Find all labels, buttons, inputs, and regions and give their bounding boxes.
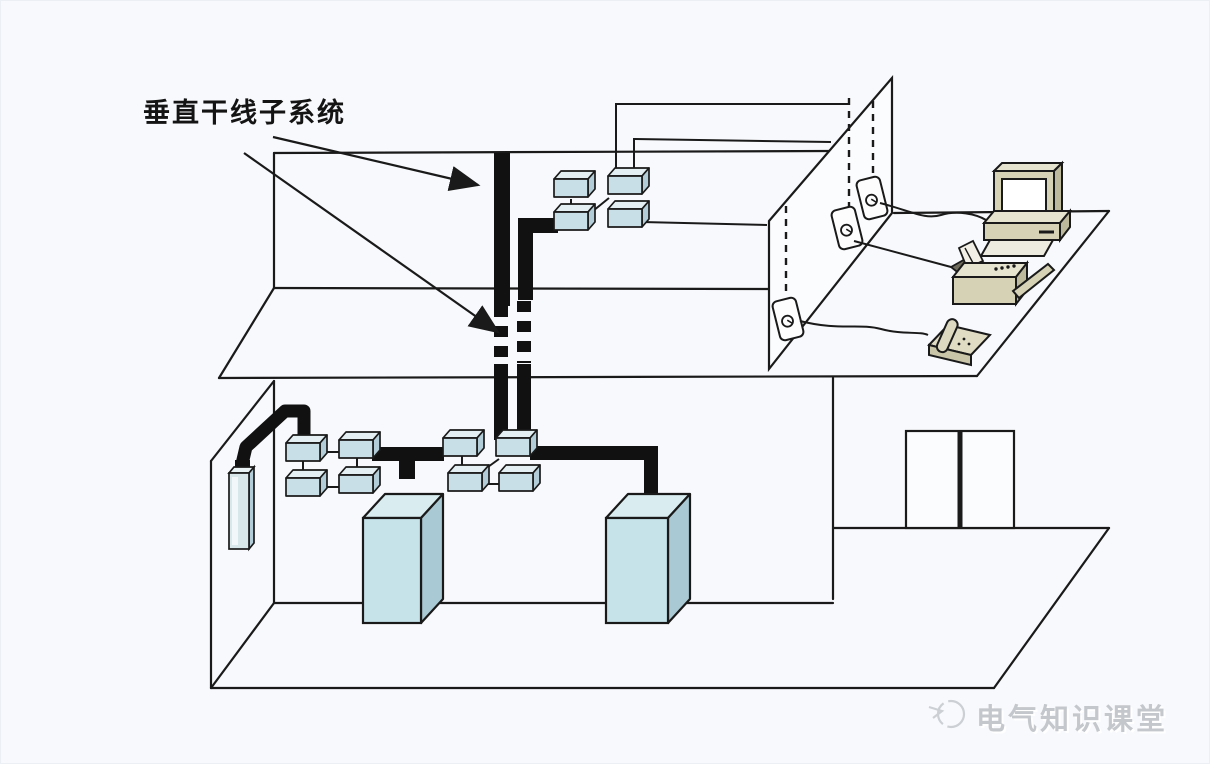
- fax-tray: [1011, 262, 1056, 300]
- lower-connector-group-1: [285, 431, 381, 497]
- junction-box-icon: [285, 469, 328, 497]
- wall-outlet-middle: [830, 205, 864, 251]
- junction-box-icon: [442, 429, 485, 457]
- junction-box-icon: [447, 464, 490, 492]
- computer-icon: [979, 160, 1073, 257]
- vertical-backbone-riser: [494, 153, 558, 440]
- cable-stub-to-cabinet-2: [644, 452, 658, 498]
- callout: 垂直干线子系统: [143, 97, 501, 334]
- riser-cable-lower-1: [494, 364, 508, 440]
- callout-arrow-upper: [272, 135, 481, 192]
- wall-cable-to-panel: [641, 221, 768, 226]
- computer-screen: [1001, 178, 1047, 214]
- watermark-text-emboss: 电气知识课堂: [978, 704, 1170, 738]
- upper-connector-group: [553, 167, 650, 231]
- backbone-cable-segment: [530, 446, 658, 460]
- patch-cord-phone: [799, 320, 929, 336]
- wall-outlet-upper: [855, 175, 889, 221]
- telephone-icon: [927, 318, 992, 367]
- junction-box-icon: [553, 170, 596, 198]
- watermark: 电气知识课堂 电气知识课堂: [928, 699, 1170, 738]
- elevator-door-icon: [904, 429, 1016, 530]
- wall-outlet-lower: [771, 296, 805, 342]
- upper-floor-right-edge: [975, 209, 1111, 378]
- work-area-wall-panel: [767, 75, 894, 373]
- lower-floor-right-edge: [992, 526, 1111, 690]
- equipment-cabinet-icon: [604, 492, 692, 625]
- junction-box-icon: [285, 434, 328, 462]
- junction-box-icon: [338, 431, 381, 459]
- ceiling-line: [272, 149, 832, 155]
- cable-terminator: [227, 460, 256, 552]
- keyboard: [979, 239, 1055, 257]
- lower-connector-group-2: [442, 429, 541, 492]
- horizontal-cabling-upper: [615, 103, 987, 336]
- slab-left-edge: [217, 286, 276, 380]
- cable-stub-to-cabinet-1: [399, 447, 415, 479]
- patch-cord-computer: [879, 202, 987, 221]
- ceiling-cable-2: [633, 137, 832, 174]
- equipment-cabinet-icon: [361, 492, 445, 625]
- junction-box-icon: [498, 464, 541, 492]
- fax-machine-icon: [949, 239, 1056, 307]
- riser-branch-vertical: [518, 218, 533, 300]
- watermark-logo-wing: [928, 705, 945, 719]
- callout-arrow-lower: [243, 152, 501, 334]
- patch-cord-fax: [853, 240, 952, 268]
- phone-handset: [935, 318, 959, 354]
- junction-box-icon: [607, 167, 650, 195]
- slab-front-edge: [217, 374, 979, 380]
- riser-cable-upper: [494, 153, 510, 306]
- wall-panel-face: [767, 75, 894, 373]
- junction-box-icon: [553, 203, 596, 231]
- ceiling-cable-1: [615, 103, 850, 177]
- lower-cabling: [227, 404, 692, 625]
- lower-wall-top-slant: [209, 379, 276, 463]
- watermark-text: 电气知识课堂: [976, 702, 1168, 736]
- junction-box-icon: [338, 466, 381, 494]
- fax-paper: [957, 239, 985, 270]
- lower-storey-structure: [209, 376, 1111, 690]
- riser-cable-lower-2: [517, 364, 531, 440]
- junction-box-icon: [495, 429, 538, 457]
- lower-wall-bottom-slant: [209, 601, 276, 690]
- diagram-label: 垂直干线子系统: [143, 97, 346, 128]
- wall-corner-cable: [235, 404, 311, 466]
- watermark-logo-icon: [936, 699, 966, 729]
- junction-box-icon: [607, 200, 650, 228]
- work-area-devices: [927, 160, 1073, 367]
